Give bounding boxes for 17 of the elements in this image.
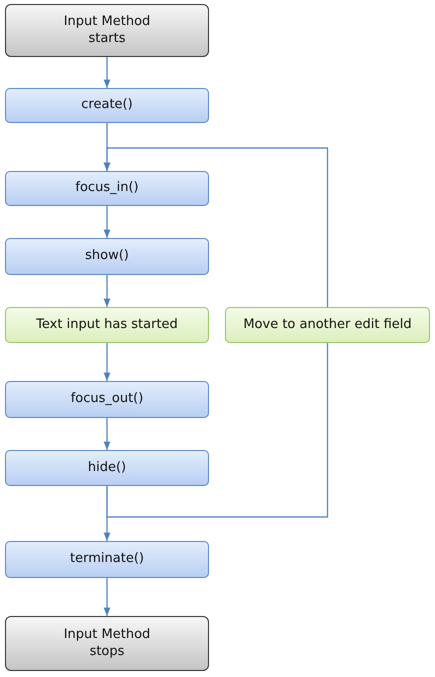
arrow xyxy=(104,343,110,381)
function-box: focus_out() xyxy=(5,381,209,418)
arrow xyxy=(104,206,110,238)
arrow xyxy=(104,418,110,450)
terminal-box: Input Method stops xyxy=(5,616,209,671)
state-box: Move to another edit field xyxy=(225,307,430,343)
terminal-box: Input Method starts xyxy=(5,4,209,57)
arrow xyxy=(104,57,110,88)
function-box: focus_in() xyxy=(5,171,209,206)
function-box: create() xyxy=(5,88,209,123)
arrow xyxy=(104,578,110,616)
arrow xyxy=(104,275,110,307)
function-box: show() xyxy=(5,238,209,275)
function-box: hide() xyxy=(5,450,209,486)
arrow xyxy=(104,147,328,307)
state-box: Text input has started xyxy=(5,307,209,343)
function-box: terminate() xyxy=(5,541,209,578)
